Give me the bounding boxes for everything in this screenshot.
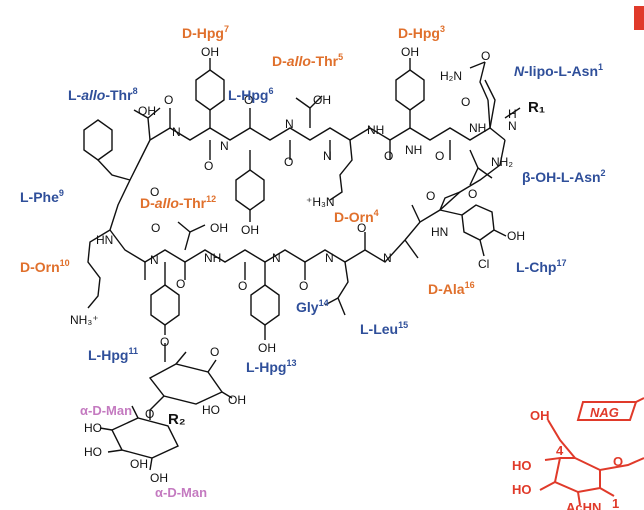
atom-o: O (284, 155, 293, 169)
residue-label-n-lipo-l-asn-1: N-lipo-L-Asn1 (514, 62, 603, 79)
residue-label-l-hpg-13: L-Hpg13 (246, 358, 296, 375)
atom-o: O (151, 221, 160, 235)
residue-label-d-orn-10: D-Orn10 (20, 258, 70, 275)
residue-label-d-allo-thr-5: D-allo-Thr5 (272, 52, 343, 69)
atom-n: N (323, 149, 332, 163)
residue-label-l-allo-thr-8: L-allo-Thr8 (68, 86, 138, 103)
atom-ho: HO (84, 445, 102, 459)
atom-oh: OH (228, 393, 246, 407)
nag-c4: 4 (556, 443, 564, 458)
atom-oh: OH (150, 471, 168, 485)
atom-o: O (238, 279, 247, 293)
atom-o: O (461, 95, 470, 109)
atom-o: O (299, 279, 308, 293)
aromatic-rings (83, 58, 507, 340)
atom-nh: NH (367, 123, 384, 137)
residue-label-beta-oh-l-asn-2: β-OH-L-Asn2 (522, 168, 606, 185)
residue-label-d-orn-4: D-Orn4 (334, 208, 379, 225)
atom-oh: OH (201, 45, 219, 59)
atom-nh3: NH₃⁺ (70, 313, 99, 327)
atom-o: O (244, 93, 253, 107)
atom-oh: OH (258, 341, 276, 355)
atom-nh: NH (405, 143, 422, 157)
residue-label-l-chp-17: L-Chp17 (516, 258, 566, 275)
atom-oh: OH (507, 229, 525, 243)
bond-skeleton (87, 61, 521, 362)
atom-r2: R₂ (168, 411, 186, 428)
atom-o: O (357, 221, 366, 235)
atom-cl: Cl (478, 257, 489, 271)
atom-o: O (176, 277, 185, 291)
atom-o: O (204, 159, 213, 173)
atom-ho: HO (202, 403, 220, 417)
atom-oh: OH (138, 104, 156, 118)
panel-label-marker (634, 6, 644, 30)
atom-n: N (172, 125, 181, 139)
atom-oh: OH (210, 221, 228, 235)
atom-oh: OH (313, 93, 331, 107)
nag-tag-frame (576, 401, 638, 421)
atom-o: O (160, 335, 169, 349)
atom-nh2: NH₂ (491, 155, 513, 169)
nag-tag-label: NAG (590, 405, 619, 420)
residue-label-l-leu-15: L-Leu15 (360, 320, 408, 337)
nag-ring-o: O (613, 454, 623, 469)
nag-fragment: NAG OH 4 HO HO O 1 AcHN (512, 6, 644, 510)
atom-oh: OH (130, 457, 148, 471)
atom-o: O (426, 189, 435, 203)
nag-achn: AcHN (566, 500, 601, 510)
atom-o: O (164, 93, 173, 107)
atom-r1: R₁ (528, 99, 545, 116)
atom-o: O (481, 49, 490, 63)
atom-labels: OH OH OH OH H₂N O H N R₁ NH O NH₂ O O O … (70, 45, 545, 485)
atom-o: O (384, 149, 393, 163)
atom-o: O (468, 187, 477, 201)
sugar-label-alpha-d-man-1: α-D-Man (80, 403, 132, 418)
mannose-sugars (99, 351, 233, 471)
residue-label-l-hpg-11: L-Hpg11 (88, 346, 138, 363)
residue-label-l-hpg-6: L-Hpg6 (228, 86, 273, 103)
residue-label-d-hpg-7: D-Hpg7 (182, 24, 229, 41)
atom-h2n: H₂N (440, 69, 462, 83)
atom-n: N (285, 117, 294, 131)
atom-n: N (220, 139, 229, 153)
residue-label-d-hpg-3: D-Hpg3 (398, 24, 445, 41)
atom-nh: NH (204, 251, 221, 265)
atom-oh: OH (241, 223, 259, 237)
nag-oh: OH (530, 408, 550, 423)
atom-o: O (150, 185, 159, 199)
atom-h: H (508, 107, 517, 121)
residue-label-l-phe-9: L-Phe9 (20, 188, 64, 205)
nag-c1: 1 (612, 496, 619, 510)
atom-n: N (508, 119, 517, 133)
atom-n: N (383, 251, 392, 265)
atom-o: O (435, 149, 444, 163)
atom-n: N (325, 251, 334, 265)
sugar-label-alpha-d-man-2: α-D-Man (155, 485, 207, 500)
atom-oh: OH (401, 45, 419, 59)
residue-label-d-ala-16: D-Ala16 (428, 280, 475, 297)
residue-label-d-allo-thr-12: D-allo-Thr12 (140, 194, 216, 211)
nag-ho-2: HO (512, 482, 532, 497)
residue-label-gly-14: Gly14 (296, 298, 329, 315)
nag-ho-1: HO (512, 458, 532, 473)
atom-hn: HN (431, 225, 448, 239)
atom-hn: HN (96, 233, 113, 247)
atom-ho: HO (84, 421, 102, 435)
atom-h3n: ⁺H₃N (306, 195, 335, 209)
atom-o: O (210, 345, 219, 359)
atom-o: O (145, 407, 154, 421)
atom-nh: NH (469, 121, 486, 135)
atom-n: N (272, 251, 281, 265)
atom-n: N (150, 253, 159, 267)
